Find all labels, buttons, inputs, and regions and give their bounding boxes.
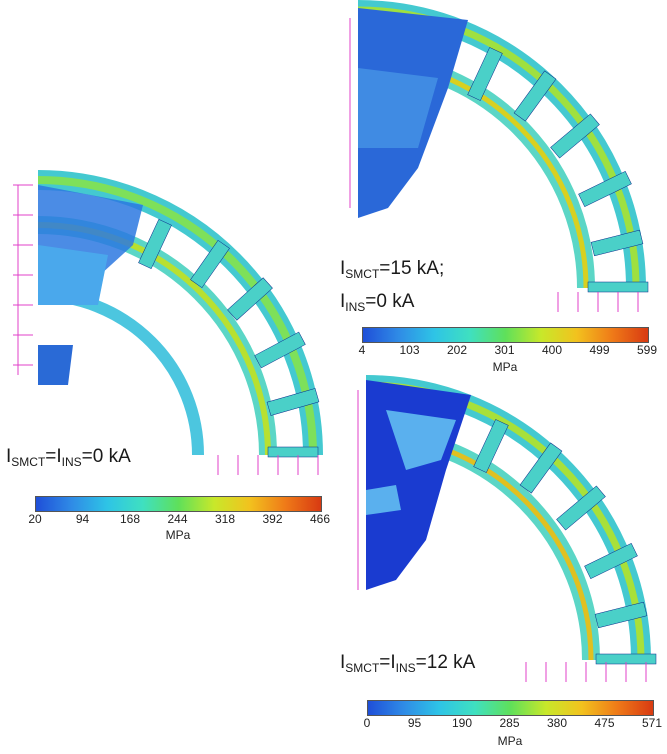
tick-label: 599 — [636, 343, 658, 357]
colorbar-left — [35, 496, 322, 512]
tick-label: 0 — [363, 716, 371, 730]
tick-label: 571 — [641, 716, 663, 730]
tick-label: 20 — [28, 512, 42, 526]
condition-label-bottom-right: ISMCT=IINS=12 kA — [340, 652, 476, 675]
tick-label: 4 — [358, 343, 366, 357]
tick-label: 475 — [594, 716, 615, 730]
tick-label: 380 — [546, 716, 568, 730]
tick-label: 400 — [541, 343, 563, 357]
colorbar-ticks-bottom-right: 0 95 190 285 380 475 571 — [363, 716, 662, 730]
condition-label-top-right: ISMCT=15 kA; IINS=0 kA — [340, 258, 444, 318]
condition-label-left: ISMCT=IINS=0 kA — [6, 446, 131, 469]
tick-label: 103 — [399, 343, 420, 357]
tick-label: 318 — [214, 512, 236, 526]
tick-label: 499 — [589, 343, 610, 357]
colorbar-unit-bottom-right: MPa — [497, 734, 523, 748]
tick-label: 190 — [451, 716, 472, 730]
tick-label: 392 — [262, 512, 283, 526]
tick-label: 285 — [499, 716, 520, 730]
tick-label: 168 — [119, 512, 140, 526]
tick-label: 95 — [407, 716, 422, 730]
colorbar-bottom-right — [367, 700, 654, 716]
tick-label: 466 — [309, 512, 331, 526]
tick-label: 202 — [446, 343, 467, 357]
tick-label: 94 — [75, 512, 90, 526]
colorbar-top-right — [362, 327, 649, 343]
colorbar-unit-top-right: MPa — [492, 360, 518, 374]
condition-label-line-2: IINS=0 kA — [340, 291, 415, 314]
colorbar-ticks-left: 20 94 168 244 318 392 466 — [28, 512, 330, 526]
colorbar-unit-left: MPa — [165, 528, 191, 542]
tick-label: 301 — [494, 343, 515, 357]
colorbar-ticks-top-right: 4 103 202 301 400 499 599 — [358, 343, 657, 357]
tick-label: 244 — [167, 512, 188, 526]
condition-label-line-1: ISMCT=15 kA; — [340, 258, 445, 281]
